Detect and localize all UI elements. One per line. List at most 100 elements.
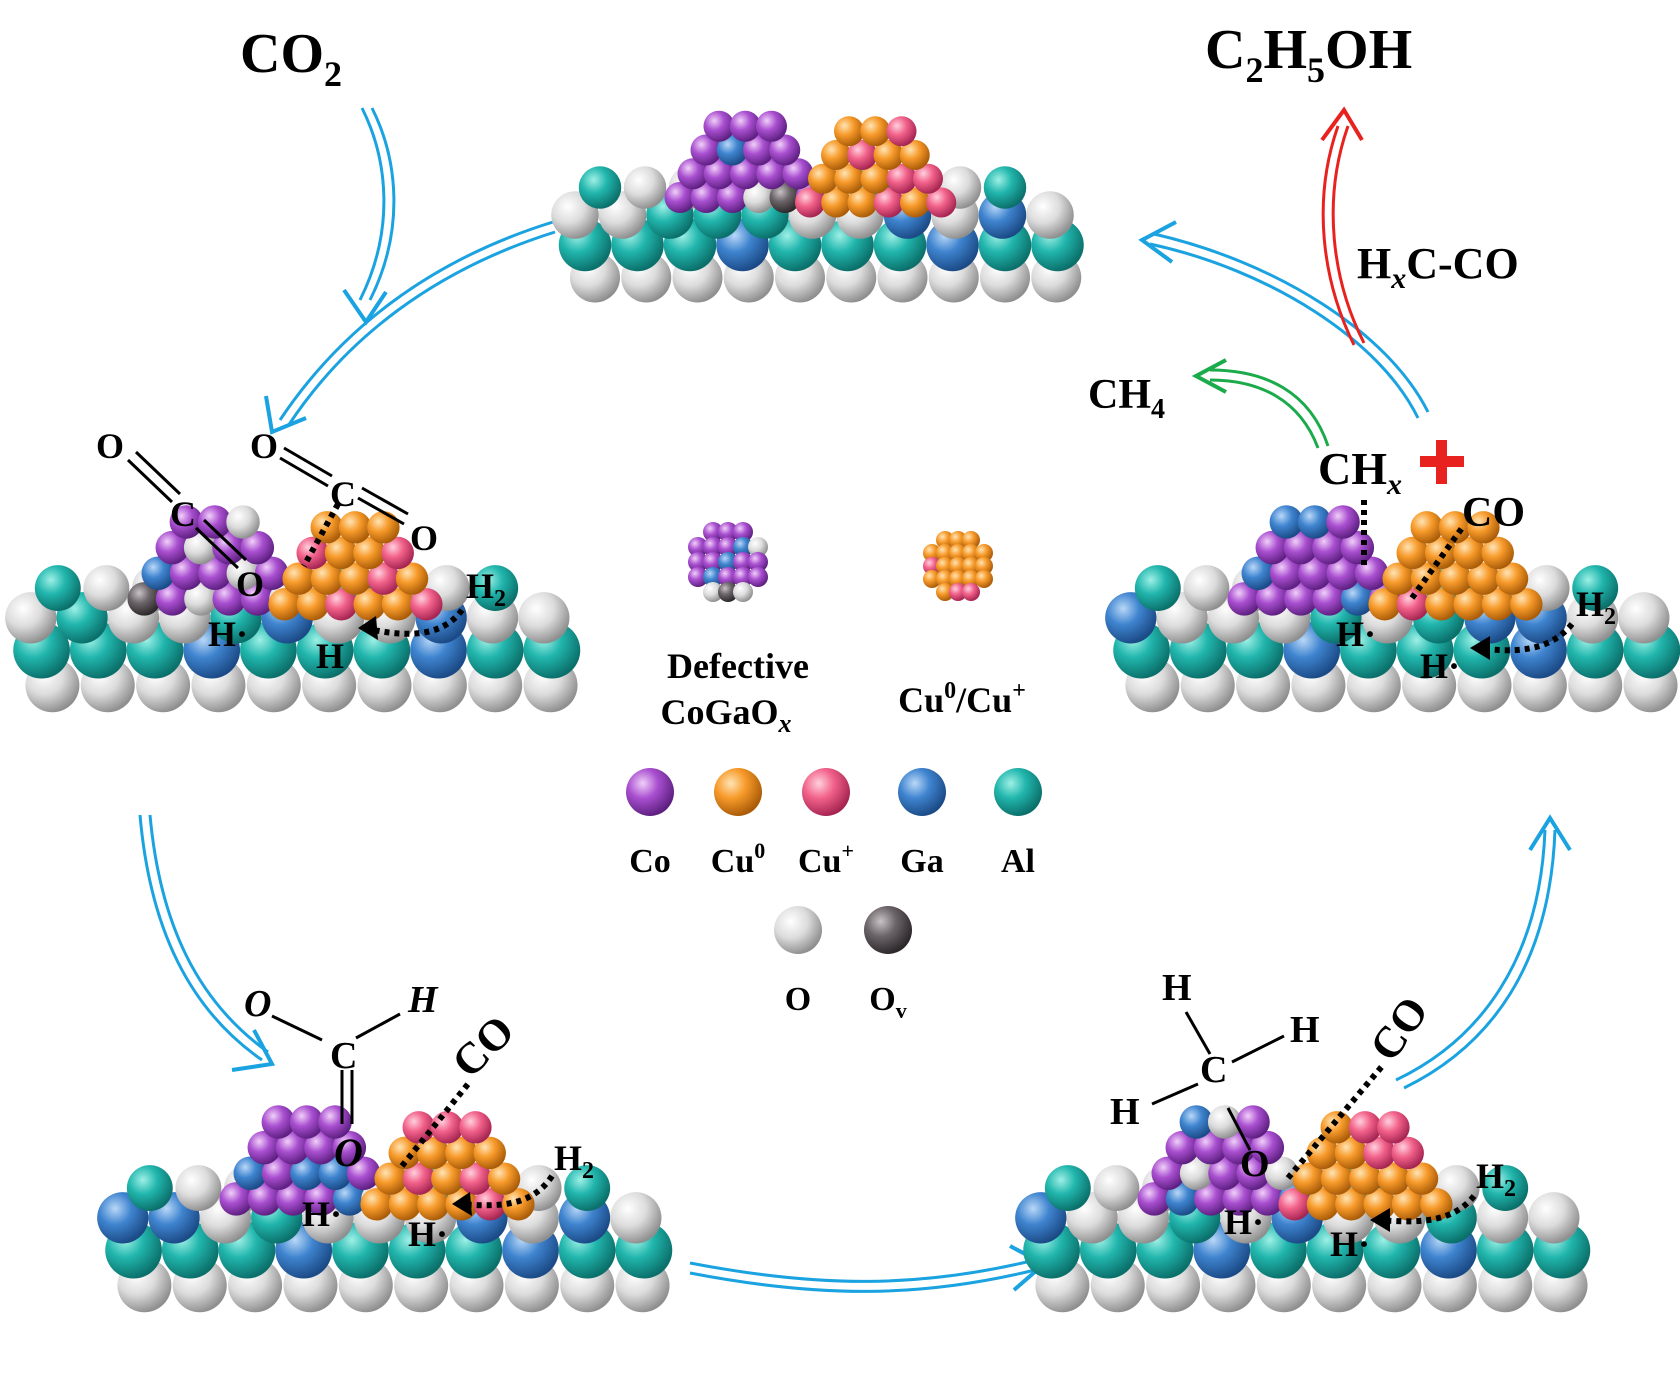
cogaox-cluster-atom bbox=[184, 582, 218, 616]
cogaox-cluster-atom bbox=[332, 1182, 367, 1216]
legend-cogaox-atom bbox=[733, 522, 753, 542]
cycle-arrow-right-up bbox=[1395, 814, 1572, 1090]
cu-cluster-atom bbox=[886, 116, 917, 147]
legend-ball-cu-plus bbox=[802, 768, 850, 816]
cu-cluster-atom bbox=[821, 187, 852, 218]
cu-cluster-atom bbox=[1439, 562, 1472, 595]
legend-cogaox-atom bbox=[703, 537, 723, 557]
legend-ball-o bbox=[774, 906, 822, 954]
cu-cluster-atom bbox=[926, 187, 957, 218]
cu-cluster-atom bbox=[374, 1162, 407, 1195]
legend-cogaox-atom bbox=[718, 552, 738, 572]
support-mixed-atom bbox=[1618, 592, 1670, 644]
cogaox-cluster-atom bbox=[743, 134, 774, 166]
cogaox-cluster-atom bbox=[1236, 1156, 1271, 1190]
legend-cu-atom bbox=[936, 531, 954, 549]
legend-ball-co bbox=[626, 768, 674, 816]
cogaox-cluster-atom bbox=[756, 158, 788, 190]
bl-o-surface: O bbox=[334, 1130, 363, 1175]
cogaox-cluster-atom bbox=[155, 582, 190, 616]
ethanol-arrow bbox=[1320, 106, 1366, 346]
legend-cu-atom bbox=[949, 557, 967, 575]
legend-cu-atom bbox=[962, 557, 980, 575]
cogaox-cluster-atom bbox=[1194, 1182, 1228, 1216]
legend-cu-atom bbox=[923, 570, 941, 588]
cycle-arrow-right-to-top bbox=[1138, 220, 1430, 419]
legend-ball-o-v bbox=[864, 906, 912, 954]
cogaox-cluster-atom bbox=[1250, 1130, 1285, 1165]
cu-cluster-atom bbox=[913, 163, 943, 194]
legend-cogaox-atom bbox=[733, 537, 753, 557]
support-back-atom bbox=[472, 565, 519, 612]
cycle-arrow-left-to-bottom bbox=[138, 814, 276, 1072]
support-back-atom bbox=[983, 166, 1027, 209]
cu-cluster-atom bbox=[1377, 1162, 1410, 1195]
cu-cluster-atom bbox=[324, 536, 358, 570]
legend-cu-atom bbox=[949, 570, 967, 588]
legend-label-5: O bbox=[785, 981, 811, 1018]
cogaox-cluster-atom bbox=[1326, 556, 1361, 590]
cu-cluster-atom bbox=[296, 536, 329, 570]
cogaox-cluster-atom bbox=[1340, 582, 1375, 616]
bl-h-surface: H· bbox=[302, 1194, 342, 1234]
support-back-atom bbox=[175, 1165, 222, 1212]
legend-cogaox-atom bbox=[733, 582, 753, 602]
right-adsorbates: CO H· H· H2 bbox=[1336, 490, 1616, 686]
cycle-arrow-top-to-left bbox=[264, 220, 556, 435]
bl-o: O bbox=[244, 983, 271, 1025]
cu-cluster-atom bbox=[1438, 511, 1472, 544]
catalyst-slab-bottom-left bbox=[97, 1105, 673, 1313]
right-co: CO bbox=[1462, 490, 1525, 536]
cogaox-cluster-atom bbox=[1255, 530, 1290, 565]
legend-cogaox-atom bbox=[688, 567, 708, 587]
cu-cluster-atom bbox=[1453, 536, 1486, 570]
cu-cluster-atom bbox=[310, 511, 343, 544]
cogaox-cluster-atom bbox=[1269, 556, 1304, 590]
cu-cluster-atom bbox=[1335, 1188, 1368, 1221]
cogaox-cluster-atom bbox=[1165, 1130, 1200, 1165]
legend-cogaox-atom bbox=[748, 552, 768, 572]
cogaox-cluster-atom bbox=[703, 158, 735, 190]
cogaox-cluster-atom bbox=[1312, 530, 1346, 565]
left-c2: C bbox=[330, 474, 356, 514]
legend-ball-ga bbox=[898, 768, 946, 816]
legend-cogaox-atom bbox=[703, 552, 723, 572]
cogaox-cluster-atom bbox=[141, 556, 175, 590]
legend bbox=[626, 522, 1042, 954]
cogaox-cluster-atom bbox=[730, 158, 761, 190]
legend-ball-cu-0 bbox=[714, 768, 762, 816]
cogaox-cluster-atom bbox=[1269, 505, 1304, 539]
cogaox-cluster-atom bbox=[1312, 582, 1346, 616]
cu-cluster-atom bbox=[1481, 536, 1514, 570]
cogaox-cluster-atom bbox=[198, 556, 232, 590]
cu-cluster-atom bbox=[1467, 511, 1500, 544]
cogaox-cluster-atom bbox=[1250, 1182, 1285, 1216]
cogaox-cluster-atom bbox=[304, 1182, 338, 1216]
cu-cluster-atom bbox=[360, 1188, 393, 1221]
cogaox-cluster-atom bbox=[1264, 1156, 1299, 1190]
support-back-atom bbox=[34, 565, 81, 612]
left-o-top1: O bbox=[96, 426, 124, 466]
br-h-right: H bbox=[1290, 1009, 1320, 1051]
legend-cogaox-atom bbox=[718, 567, 738, 587]
right-h-cu: H· bbox=[1420, 646, 1460, 686]
cogaox-cluster-atom bbox=[1340, 530, 1375, 565]
cu-cluster-atom bbox=[1481, 588, 1515, 621]
left-h-surface: H· bbox=[208, 614, 248, 654]
left-adsorbates: O C O O C O H· H H2 bbox=[96, 426, 506, 676]
cu-cluster-atom bbox=[459, 1162, 492, 1195]
legend-cu-atom bbox=[936, 544, 954, 562]
cogaox-cluster-atom bbox=[261, 1105, 296, 1139]
cu-cluster-atom bbox=[1348, 1111, 1382, 1144]
cogaox-cluster-atom bbox=[1241, 556, 1275, 590]
br-o-surface: O bbox=[1240, 1143, 1270, 1185]
cu-cluster-atom bbox=[381, 588, 415, 621]
cogaox-cluster-atom bbox=[1222, 1182, 1256, 1216]
cogaox-cluster-atom bbox=[219, 1182, 253, 1216]
support-back-atom bbox=[1093, 1165, 1140, 1212]
right-h-surface: H· bbox=[1336, 614, 1376, 654]
cu-cluster-atom bbox=[1425, 588, 1458, 621]
legend-cogaox-line1: Defective bbox=[667, 646, 809, 686]
support-back-atom bbox=[83, 565, 130, 612]
br-h-left: H bbox=[1110, 1091, 1140, 1133]
